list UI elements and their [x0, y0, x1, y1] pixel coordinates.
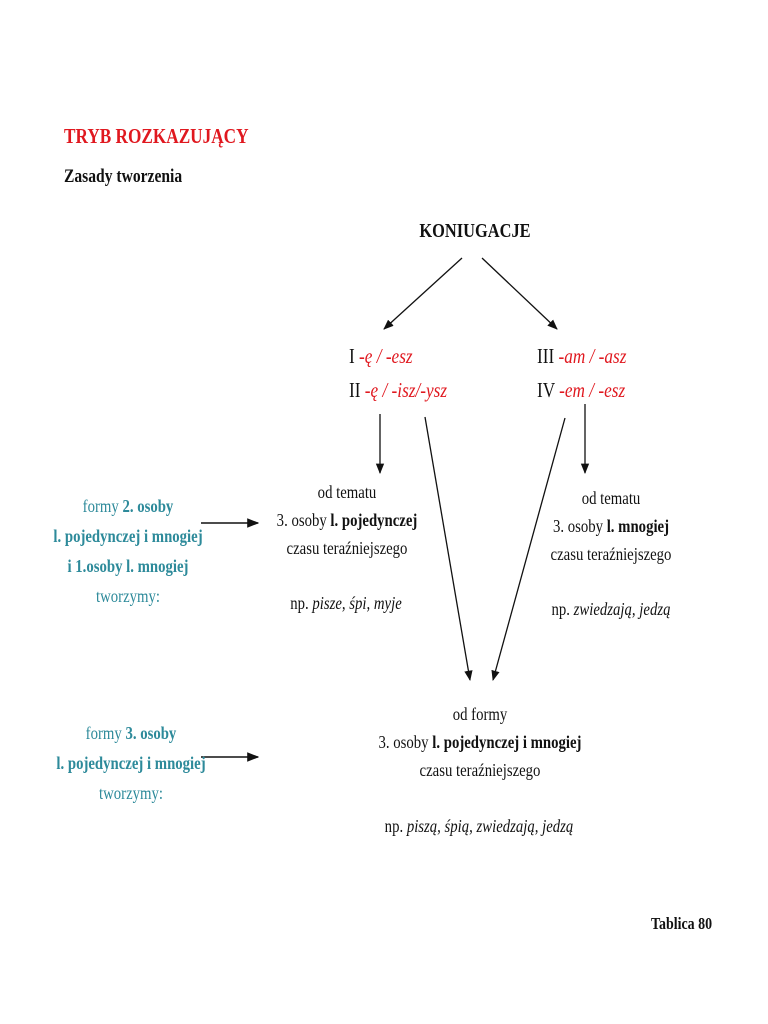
right-box-line1: od tematu — [581, 488, 641, 508]
right-box: od tematu 3. osoby l. mnogiej czasu tera… — [551, 484, 672, 568]
left-box-example: np. pisze, śpi, myje — [290, 593, 402, 613]
side-note-2-line3: tworzymy: — [99, 783, 163, 803]
right-box-line3: czasu teraźniejszego — [550, 544, 672, 564]
side-note-1-line1: formy 2. osoby — [82, 496, 174, 516]
left-box-line2: 3. osoby l. pojedynczej — [276, 510, 418, 530]
arrow-right-to-bottom — [491, 417, 566, 682]
bottom-box: od formy 3. osoby l. pojedynczej i mnogi… — [379, 700, 582, 784]
bottom-box-line1: od formy — [452, 704, 508, 724]
arrow-root-to-right — [481, 257, 558, 330]
page-subtitle: Zasady tworzenia — [64, 166, 183, 187]
side-note-2-line1: formy 3. osoby — [85, 723, 177, 743]
page-title: TRYB ROZKAZUJĄCY — [64, 124, 249, 148]
side-note-2: formy 3. osoby l. pojedynczej i mnogiej … — [56, 718, 205, 808]
side-note-1: formy 2. osoby l. pojedynczej i mnogiej … — [53, 491, 202, 611]
left-box-line3: czasu teraźniejszego — [286, 538, 408, 558]
side-note-1-line4: tworzymy: — [96, 586, 160, 606]
conjugation-III: III -am / -asz — [537, 344, 627, 368]
conjugation-IV: IV -em / -esz — [537, 378, 626, 402]
left-box-line1: od tematu — [317, 482, 377, 502]
arrow-left-to-bottom — [424, 416, 473, 682]
side-note-1-line2: l. pojedynczej i mnogiej — [53, 526, 203, 546]
arrow-root-to-left — [383, 257, 463, 330]
side-note-2-line2: l. pojedynczej i mnogiej — [56, 753, 206, 773]
right-box-example: np. zwiedzają, jedzą — [551, 599, 671, 619]
left-box: od tematu 3. osoby l. pojedynczej czasu … — [277, 478, 418, 562]
bottom-box-example: np. piszą, śpią, zwiedzają, jedzą — [384, 816, 574, 836]
bottom-box-line3: czasu teraźniejszego — [419, 760, 541, 780]
conjugation-II: II -ę / -isz/-ysz — [349, 378, 448, 402]
table-number: Tablica 80 — [651, 914, 713, 933]
side-note-1-line3: i 1.osoby l. mnogiej — [67, 556, 189, 576]
conjugation-I: I -ę / -esz — [349, 344, 413, 368]
right-box-line2: 3. osoby l. mnogiej — [552, 516, 670, 536]
root-node: KONIUGACJE — [419, 220, 531, 242]
bottom-box-line2: 3. osoby l. pojedynczej i mnogiej — [378, 732, 582, 752]
